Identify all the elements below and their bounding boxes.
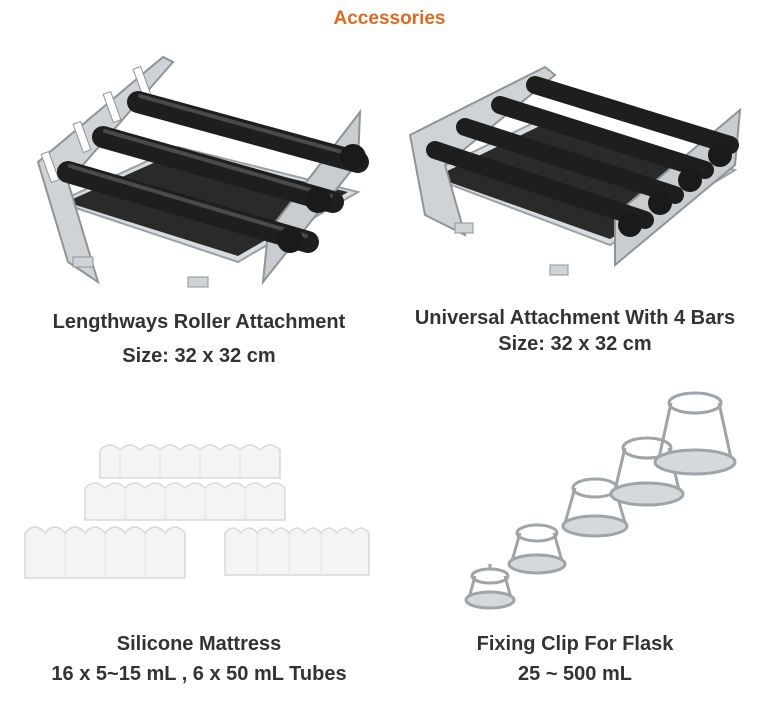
item-name: Lengthways Roller Attachment <box>52 311 346 333</box>
roller-attachment-image <box>36 55 369 288</box>
item-name: Silicone Mattress <box>116 633 282 655</box>
item-detail: Size: 32 x 32 cm <box>498 333 652 355</box>
universal-attachment-image <box>408 65 742 276</box>
item-name: Universal Attachment With 4 Bars <box>414 307 736 329</box>
fixing-clip-image <box>464 391 737 610</box>
silicone-mattress-image <box>24 444 370 579</box>
page-title: Accessories <box>333 8 446 29</box>
item-name: Fixing Clip For Flask <box>476 633 674 655</box>
item-detail: Size: 32 x 32 cm <box>122 345 276 367</box>
item-detail: 16 x 5~15 mL , 6 x 50 mL Tubes <box>51 663 347 685</box>
item-detail: 25 ~ 500 mL <box>518 663 632 685</box>
